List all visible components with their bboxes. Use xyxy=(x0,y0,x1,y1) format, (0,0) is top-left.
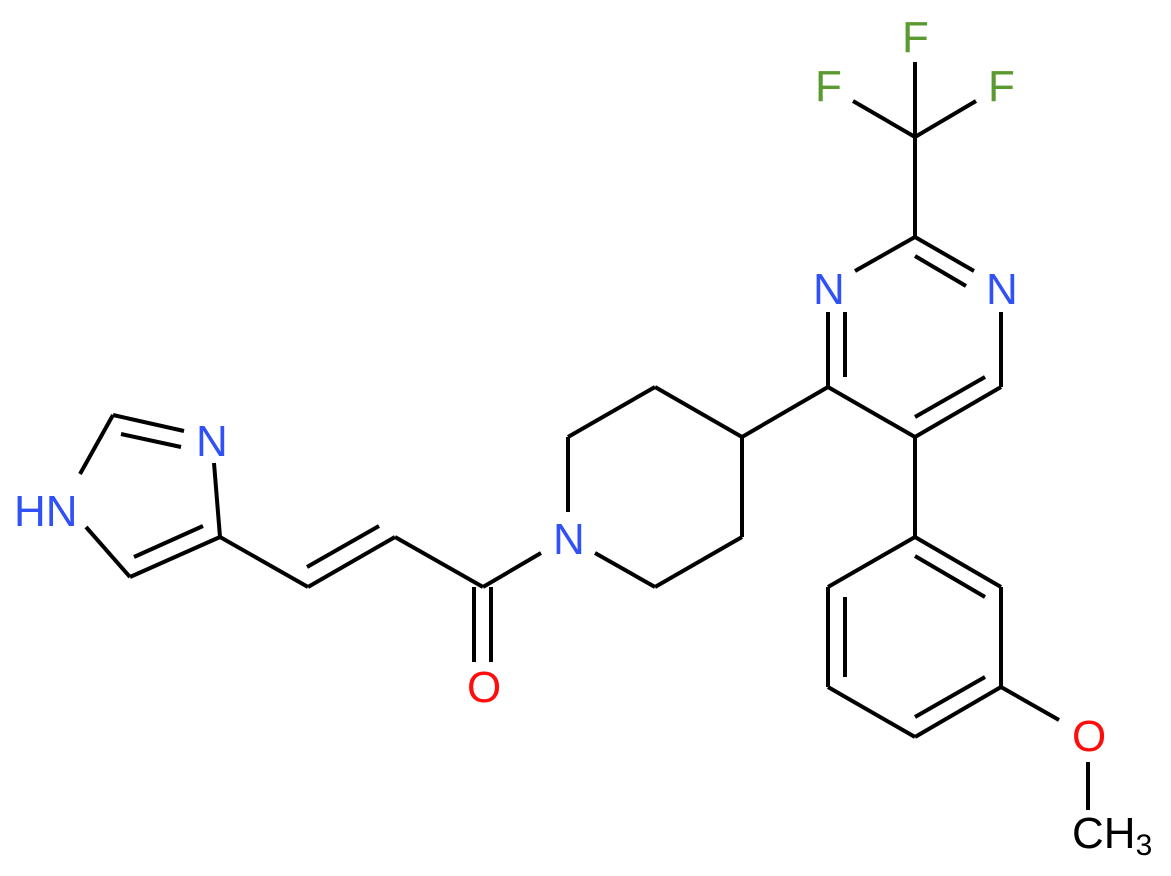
imidazole-nh-label: HN xyxy=(14,487,78,536)
fluorine-top-label: F xyxy=(902,13,929,62)
methoxyphenyl-ring xyxy=(826,535,1090,810)
pyrimidine-n1-label: N xyxy=(986,265,1018,314)
enone-linker xyxy=(219,524,543,662)
methoxy-oxygen-label: O xyxy=(1072,712,1106,761)
methyl-subscript: 3 xyxy=(1136,829,1153,862)
methyl-label: CH3 xyxy=(1072,809,1152,862)
imidazole-n-label: N xyxy=(196,417,228,466)
fluorine-left-label: F xyxy=(815,62,842,111)
pyrimidine-ring xyxy=(826,235,1003,537)
imidazole-ring xyxy=(78,413,222,579)
methyl-ch-text: CH xyxy=(1072,809,1136,858)
piperidine-nitrogen-label: N xyxy=(553,515,585,564)
carbonyl-oxygen-label: O xyxy=(467,663,501,712)
fluorine-right-label: F xyxy=(988,62,1015,111)
trifluoromethyl-group xyxy=(851,62,978,237)
piperidine-ring xyxy=(566,385,830,589)
pyrimidine-n3-label: N xyxy=(813,265,845,314)
